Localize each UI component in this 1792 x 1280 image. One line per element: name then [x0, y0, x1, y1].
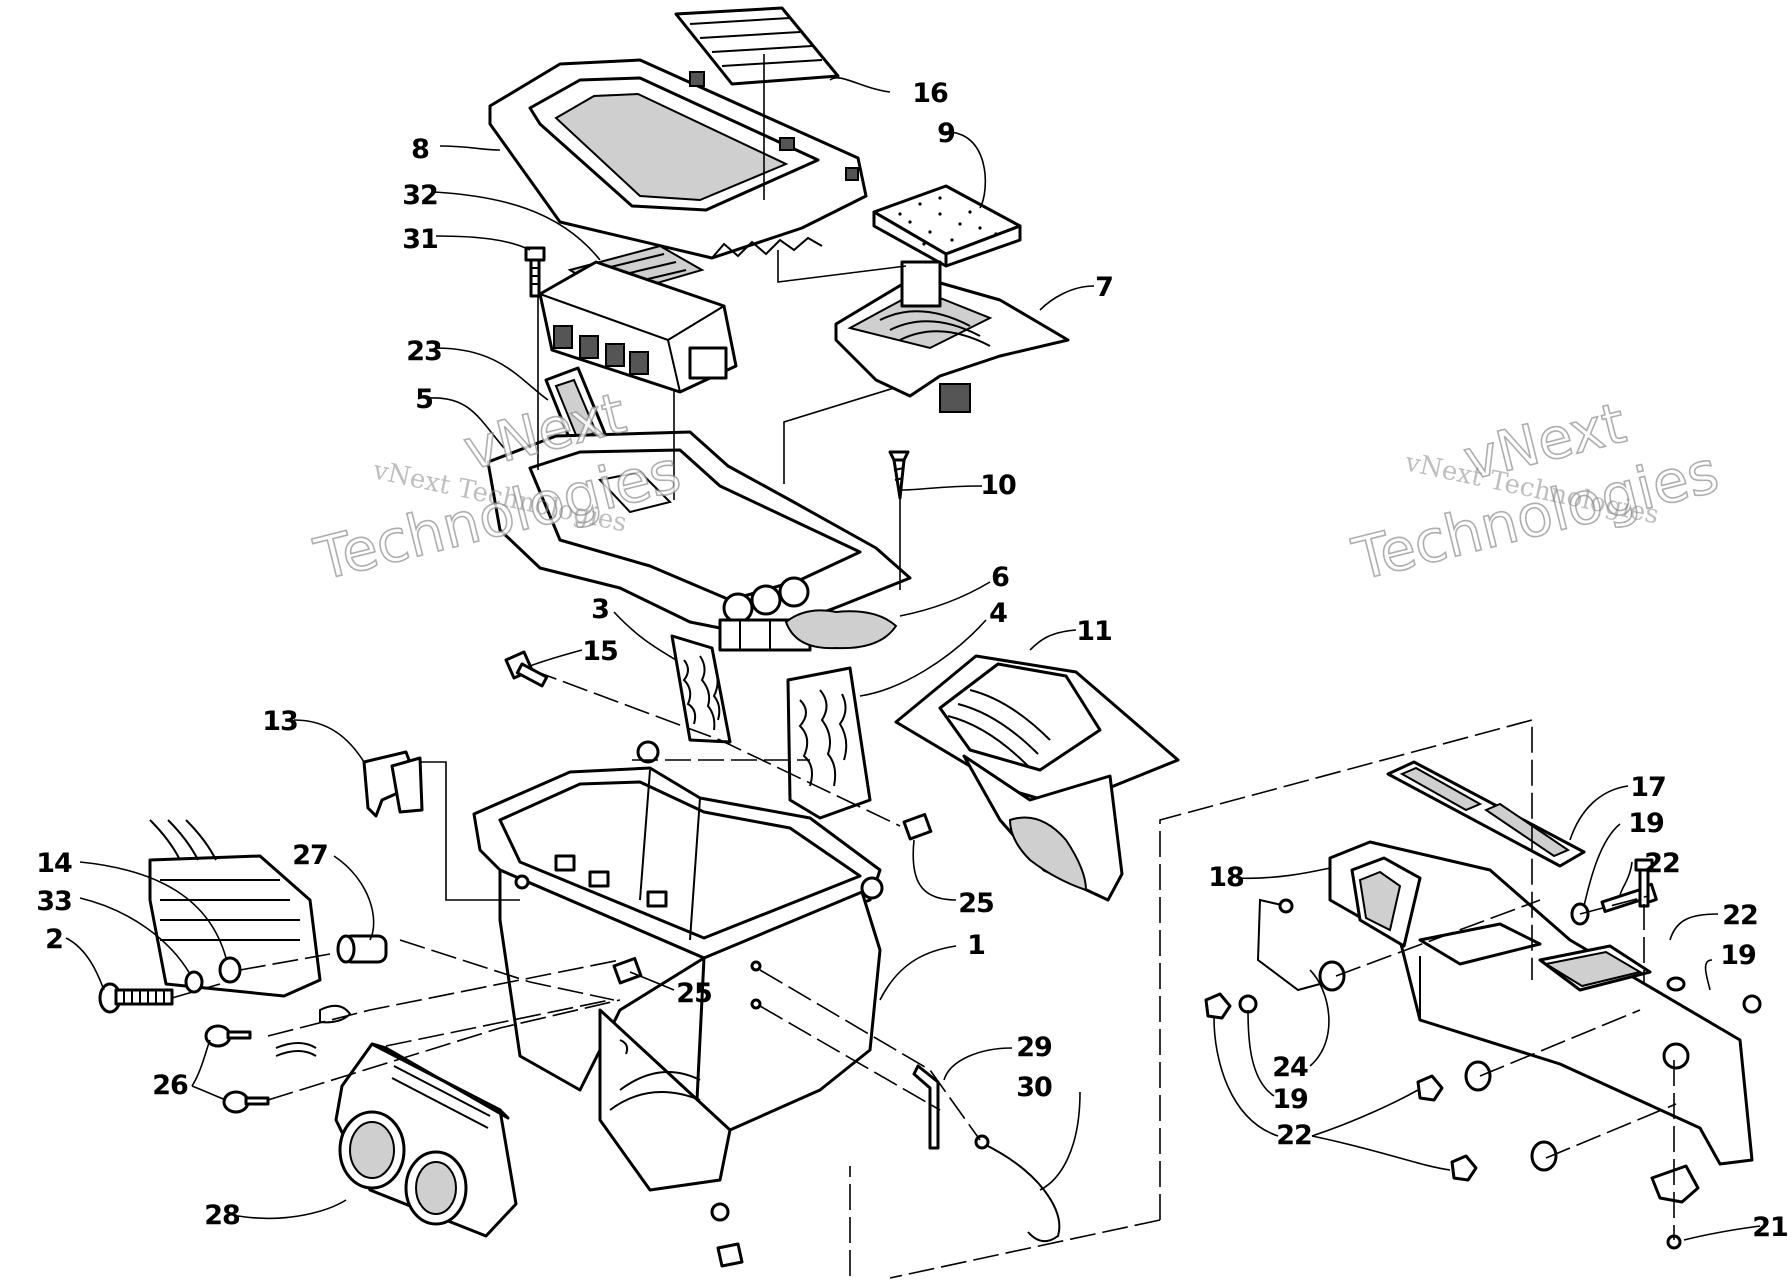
callout-labels: 16 9 8 32 31 7 23 5 10 6 4 3 11 15 13 27… [36, 78, 1789, 1243]
part-33-washer [184, 970, 204, 994]
callout-27: 26 [152, 1070, 188, 1101]
callout-23: 23 [406, 336, 442, 367]
part-carb-adapter [148, 819, 322, 998]
part-32-spacer [336, 934, 388, 964]
callout-4: 4 [989, 598, 1007, 629]
callout-17: 17 [1630, 772, 1666, 803]
part-13-bracket [362, 750, 424, 818]
part-31-strap [974, 1134, 1061, 1243]
part-6-gasket [784, 609, 898, 650]
callout-29: 31 [402, 224, 438, 255]
part-control-module [538, 260, 738, 394]
part-27-fasteners [204, 1004, 352, 1114]
part-9-filter [872, 184, 1022, 268]
callout-20: 22 [1722, 900, 1758, 931]
callout-16: 16 [912, 78, 948, 109]
part-25-grommet-lower [612, 956, 643, 985]
part-25-grommet-upper [902, 812, 933, 841]
part-16-decal [674, 6, 840, 86]
part-7-duct [834, 260, 1070, 413]
callout-5: 5 [415, 384, 433, 415]
callout-13: 13 [262, 706, 298, 737]
leader-lines [65, 77, 1761, 1241]
callout-9: 9 [937, 118, 955, 149]
part-15-bolt [504, 650, 549, 688]
part-3-foam [670, 634, 732, 744]
part-11-bellow [894, 654, 1180, 902]
callout-11: 11 [1076, 616, 1112, 647]
callout-19-b: 19 [1720, 940, 1756, 971]
part-22-nut-b [1416, 1074, 1444, 1102]
part-grommet-d [1318, 960, 1346, 992]
part-grommet-f [1530, 1140, 1558, 1172]
callout-33: 33 [36, 886, 72, 917]
part-24-bracket [1256, 898, 1321, 992]
part-4-foam [786, 666, 872, 820]
part-22-nut-c [1450, 1154, 1478, 1182]
callout-24: 24 [1272, 1052, 1308, 1083]
callout-28: 32 [402, 180, 438, 211]
callout-18: 18 [1208, 862, 1244, 893]
callout-7: 7 [1095, 272, 1113, 303]
assembly-lines [171, 54, 1677, 1279]
part-19-washer-b [1666, 976, 1686, 992]
part-14-washer [218, 956, 242, 984]
part-2-bolt [98, 982, 174, 1014]
callout-8: 8 [411, 134, 429, 165]
callout-30: 29 [1016, 1032, 1052, 1063]
part-1-lower-box [472, 740, 884, 1268]
part-19-washer-c [1742, 994, 1762, 1014]
watermark-right: vNext Technologies vNext Technologies [1345, 390, 1726, 594]
callout-10: 10 [980, 470, 1016, 501]
part-26-silencer [334, 1042, 518, 1238]
part-8-lid [488, 58, 868, 260]
callout-32: 27 [292, 840, 328, 871]
callout-22-b: 21 [1752, 1212, 1788, 1243]
callout-26: 28 [204, 1200, 240, 1231]
part-grommet-e [1464, 1060, 1492, 1092]
callout-22-a: 22 [1276, 1120, 1312, 1151]
part-19-washer-d [1238, 994, 1258, 1014]
callout-31: 30 [1016, 1072, 1052, 1103]
callout-3: 3 [591, 594, 609, 625]
callout-25-lower: 25 [676, 978, 712, 1009]
callout-21: 22 [1644, 848, 1680, 879]
part-29-bolt [524, 246, 546, 298]
part-17-gasket [1386, 760, 1586, 868]
callout-25-upper: 25 [958, 888, 994, 919]
callout-1: 1 [967, 930, 985, 961]
callout-19-c: 19 [1272, 1084, 1308, 1115]
callout-2: 2 [45, 924, 63, 955]
part-10-screw [888, 450, 910, 500]
callout-19-a: 19 [1628, 808, 1664, 839]
callout-15: 15 [582, 636, 618, 667]
callout-6: 6 [991, 562, 1009, 593]
part-22-nut-a [1204, 992, 1232, 1020]
part-18-console [1328, 840, 1754, 1250]
callout-14: 14 [36, 848, 72, 879]
